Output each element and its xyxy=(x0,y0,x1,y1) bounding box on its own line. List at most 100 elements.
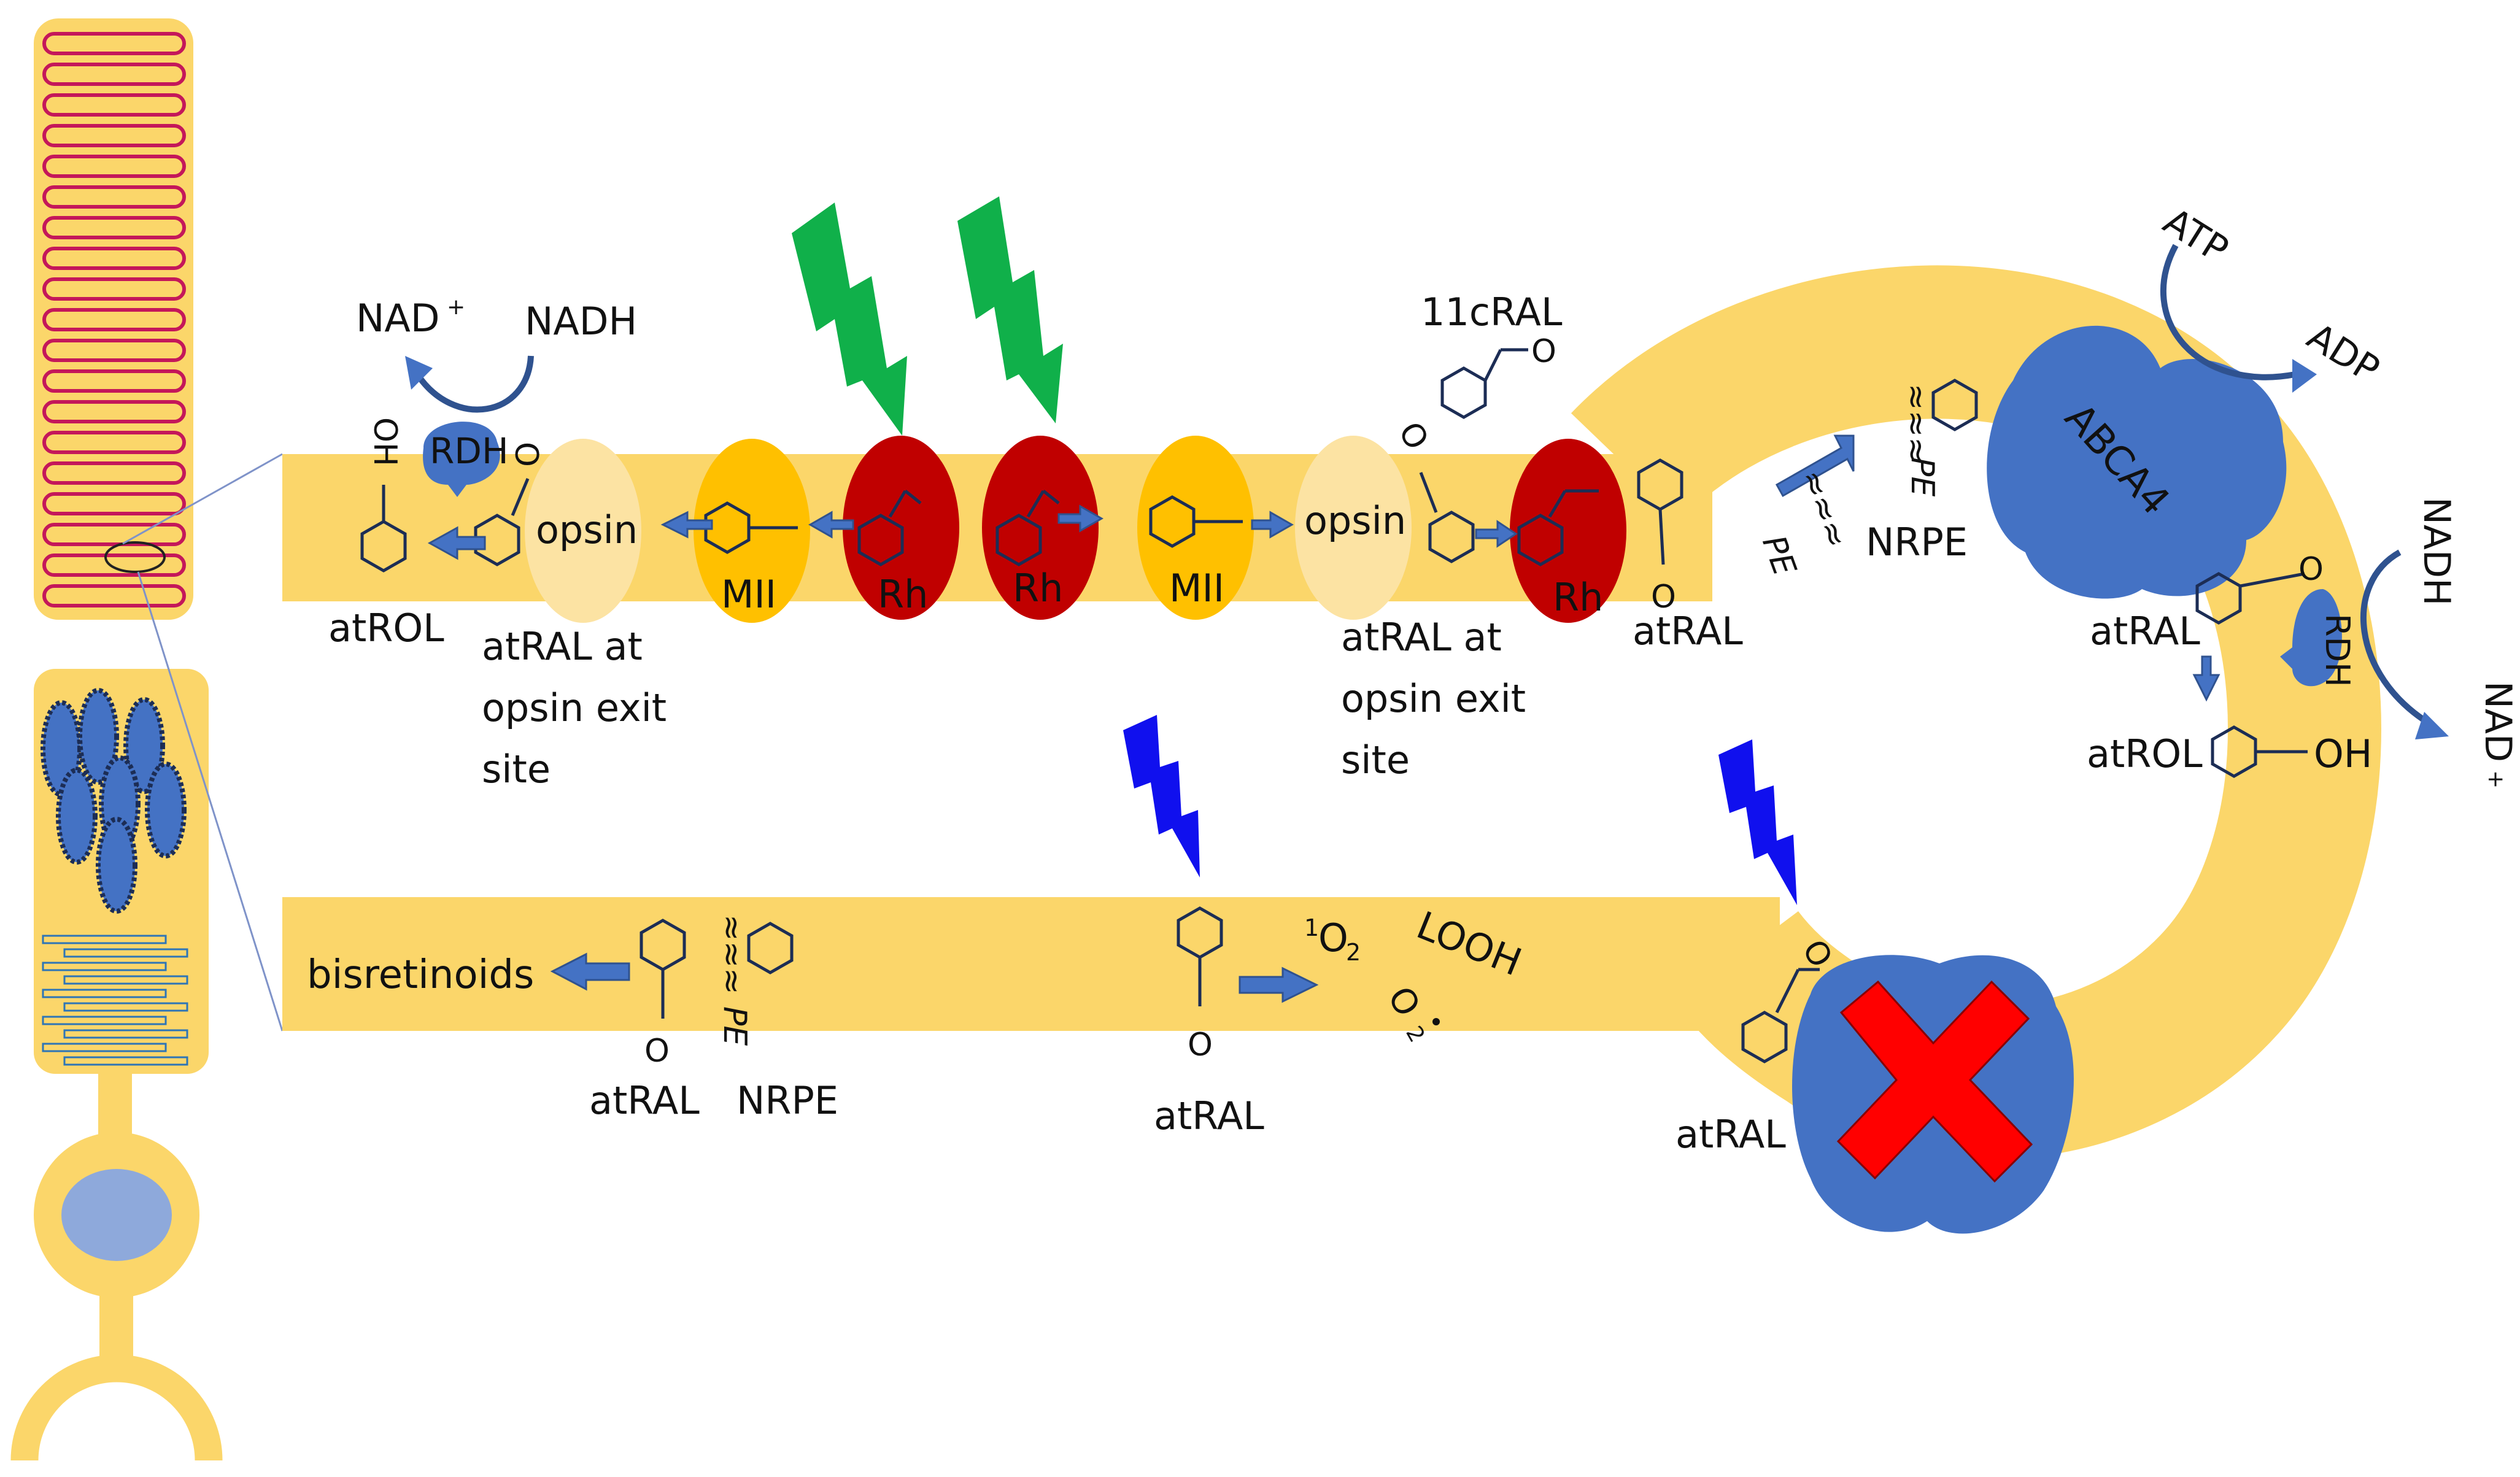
exit-right-line2: opsin exit xyxy=(1341,676,1526,721)
radical-dot xyxy=(1432,1018,1440,1025)
uv-light-bolts xyxy=(1123,715,1797,905)
arrow-left-icon xyxy=(427,526,486,560)
rhodopsin-3 xyxy=(1510,439,1626,623)
exit-right-oxygen: O xyxy=(1391,416,1435,456)
arrowhead-icon xyxy=(2415,712,2449,739)
nad-plus-right-sup: + xyxy=(2483,770,2508,789)
adp-label: ADP xyxy=(2300,315,2387,391)
nucleus xyxy=(61,1169,172,1261)
zoom-focus-ellipse xyxy=(104,541,166,573)
mitochondria xyxy=(41,688,187,914)
tilde-link-top: ≈≈≈ xyxy=(1793,465,1855,553)
rdh-right xyxy=(2280,589,2342,687)
cofactor-arrows xyxy=(405,244,2449,739)
atp-to-adp-arrow xyxy=(2160,244,2296,380)
mii-right-label: MII xyxy=(1169,566,1224,611)
light-bolt-icon xyxy=(957,196,1063,423)
disc xyxy=(42,277,186,301)
bottom-mid-oxygen: O xyxy=(1188,1027,1213,1063)
text-labels: NAD + NADH RDH atROL OH O opsin atRAL at… xyxy=(307,200,2519,1157)
photoreceptor-cell xyxy=(10,18,284,1461)
mitochondrion xyxy=(123,697,165,794)
mitochondrion xyxy=(96,817,137,914)
disc xyxy=(42,431,186,454)
meta-ii-left xyxy=(694,439,810,623)
atral-rim-oxygen: O xyxy=(1651,579,1676,615)
nrpe-top-label: NRPE xyxy=(1866,520,1968,565)
arrow-right-icon xyxy=(1057,504,1104,533)
bottom-membrane-band xyxy=(282,897,1780,1031)
er-cisterna xyxy=(42,1043,167,1052)
arrow-left-icon xyxy=(808,511,854,539)
rh1-label: Rh xyxy=(878,572,928,617)
light-bolt-icon xyxy=(792,202,907,436)
er-cisterna xyxy=(42,989,167,998)
opsin-left-label: opsin xyxy=(536,507,638,552)
rdh-left-label: RDH xyxy=(430,430,509,472)
opsin-exit-right xyxy=(1295,436,1412,620)
disc xyxy=(42,339,186,362)
disc xyxy=(42,461,186,485)
arrow-diagonal-icon xyxy=(1775,434,1855,498)
disc xyxy=(42,400,186,423)
abca4-shape xyxy=(1987,325,2287,599)
mitochondrion xyxy=(145,762,187,858)
tilde-link-nrpe: ≈≈≈ xyxy=(1898,384,1934,464)
rh2-label: Rh xyxy=(1013,566,1063,611)
nad-plus-right-label: NAD xyxy=(2476,681,2519,762)
arrowhead-icon xyxy=(405,356,433,390)
zoom-line-top xyxy=(122,453,283,545)
atrol-left-label: atROL xyxy=(328,606,444,650)
disc xyxy=(42,216,186,239)
rdh-right-label: RDH xyxy=(2318,614,2357,687)
mii-left-label: MII xyxy=(721,572,776,617)
arrow-left-icon xyxy=(660,511,713,539)
arrowhead-icon xyxy=(2292,359,2317,393)
exit-right-line1: atRAL at xyxy=(1341,615,1502,660)
arrow-right-icon xyxy=(1239,966,1319,1003)
er-cisterna xyxy=(42,1016,167,1025)
atral-bottom-right-label: atRAL xyxy=(1675,1112,1786,1157)
exit-left-line1: atRAL at xyxy=(482,624,643,669)
aldehyde-o-left: O xyxy=(508,442,544,467)
arrow-right-icon xyxy=(1251,511,1294,539)
disc xyxy=(42,32,186,55)
hydroxyl-left: OH xyxy=(366,417,403,466)
opsin-exit-left xyxy=(525,439,641,623)
rdh-enzymes xyxy=(423,422,2342,687)
outer-segment xyxy=(34,18,193,620)
disc xyxy=(42,124,186,147)
blocked-x-icon xyxy=(1836,980,2033,1183)
zoom-line-bottom xyxy=(137,571,284,1032)
meta-ii-right xyxy=(1137,436,1254,620)
atral-top-label: atRAL xyxy=(1633,609,1743,654)
11cral-label: 11cRAL xyxy=(1421,290,1563,334)
er-cisterna xyxy=(42,962,167,971)
disc xyxy=(42,308,186,331)
singlet-oxygen-sup: 1 xyxy=(1304,914,1319,941)
disc xyxy=(42,63,186,86)
exit-left-line2: opsin exit xyxy=(482,685,667,730)
arrow-down-icon xyxy=(2192,655,2220,702)
nadh-left-label: NADH xyxy=(525,299,637,344)
nadh-to-nad-arrow-left xyxy=(414,355,534,413)
disc xyxy=(42,93,186,117)
mitochondrion xyxy=(77,688,119,785)
disc xyxy=(42,155,186,178)
nad-plus-left-label: NAD xyxy=(356,296,440,341)
abca4-transporter xyxy=(1987,325,2287,599)
atral-bottom-mid-label: atRAL xyxy=(1154,1093,1264,1138)
er-cisterna xyxy=(63,1029,188,1039)
arrow-left-icon xyxy=(550,952,630,991)
atrol-right-label: atROL xyxy=(2087,731,2203,776)
er-cisterna xyxy=(63,1002,188,1012)
exit-left-line3: site xyxy=(482,747,551,792)
bisretinoid-oxygen: O xyxy=(644,1033,670,1070)
outer-segment-discs xyxy=(42,32,186,607)
atral-right-label: atRAL xyxy=(2090,609,2200,654)
abca4-blocked xyxy=(1792,955,2074,1234)
er-cisterna xyxy=(42,935,167,944)
nadh-right-label: NADH xyxy=(2415,497,2458,606)
retinoid-structures xyxy=(362,348,2308,1062)
